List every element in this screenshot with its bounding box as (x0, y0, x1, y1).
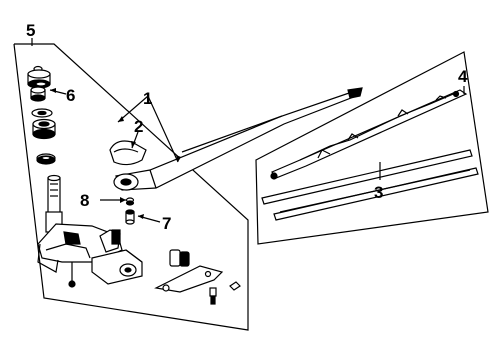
callout-7: 7 (162, 214, 171, 233)
leader-arrowheads (50, 88, 181, 219)
callout-5: 5 (26, 21, 35, 40)
arm-cap (109, 140, 147, 166)
blade-refill-rubber (261, 149, 479, 221)
grommet-and-nut (125, 197, 135, 225)
callout-3: 3 (374, 183, 383, 202)
wiper-motor (37, 223, 143, 288)
spindle-nut-washer-stack (27, 65, 56, 165)
callout-1: 1 (143, 89, 152, 108)
wiper-arm (113, 87, 363, 191)
callout-2: 2 (134, 117, 143, 136)
callout-8: 8 (80, 191, 89, 210)
mounting-bracket-and-bolts (154, 249, 241, 305)
wiper-blade (270, 89, 468, 180)
callout-6: 6 (66, 86, 75, 105)
pivot-shaft (45, 174, 63, 233)
blade-box (255, 51, 489, 245)
callout-4: 4 (458, 67, 468, 86)
